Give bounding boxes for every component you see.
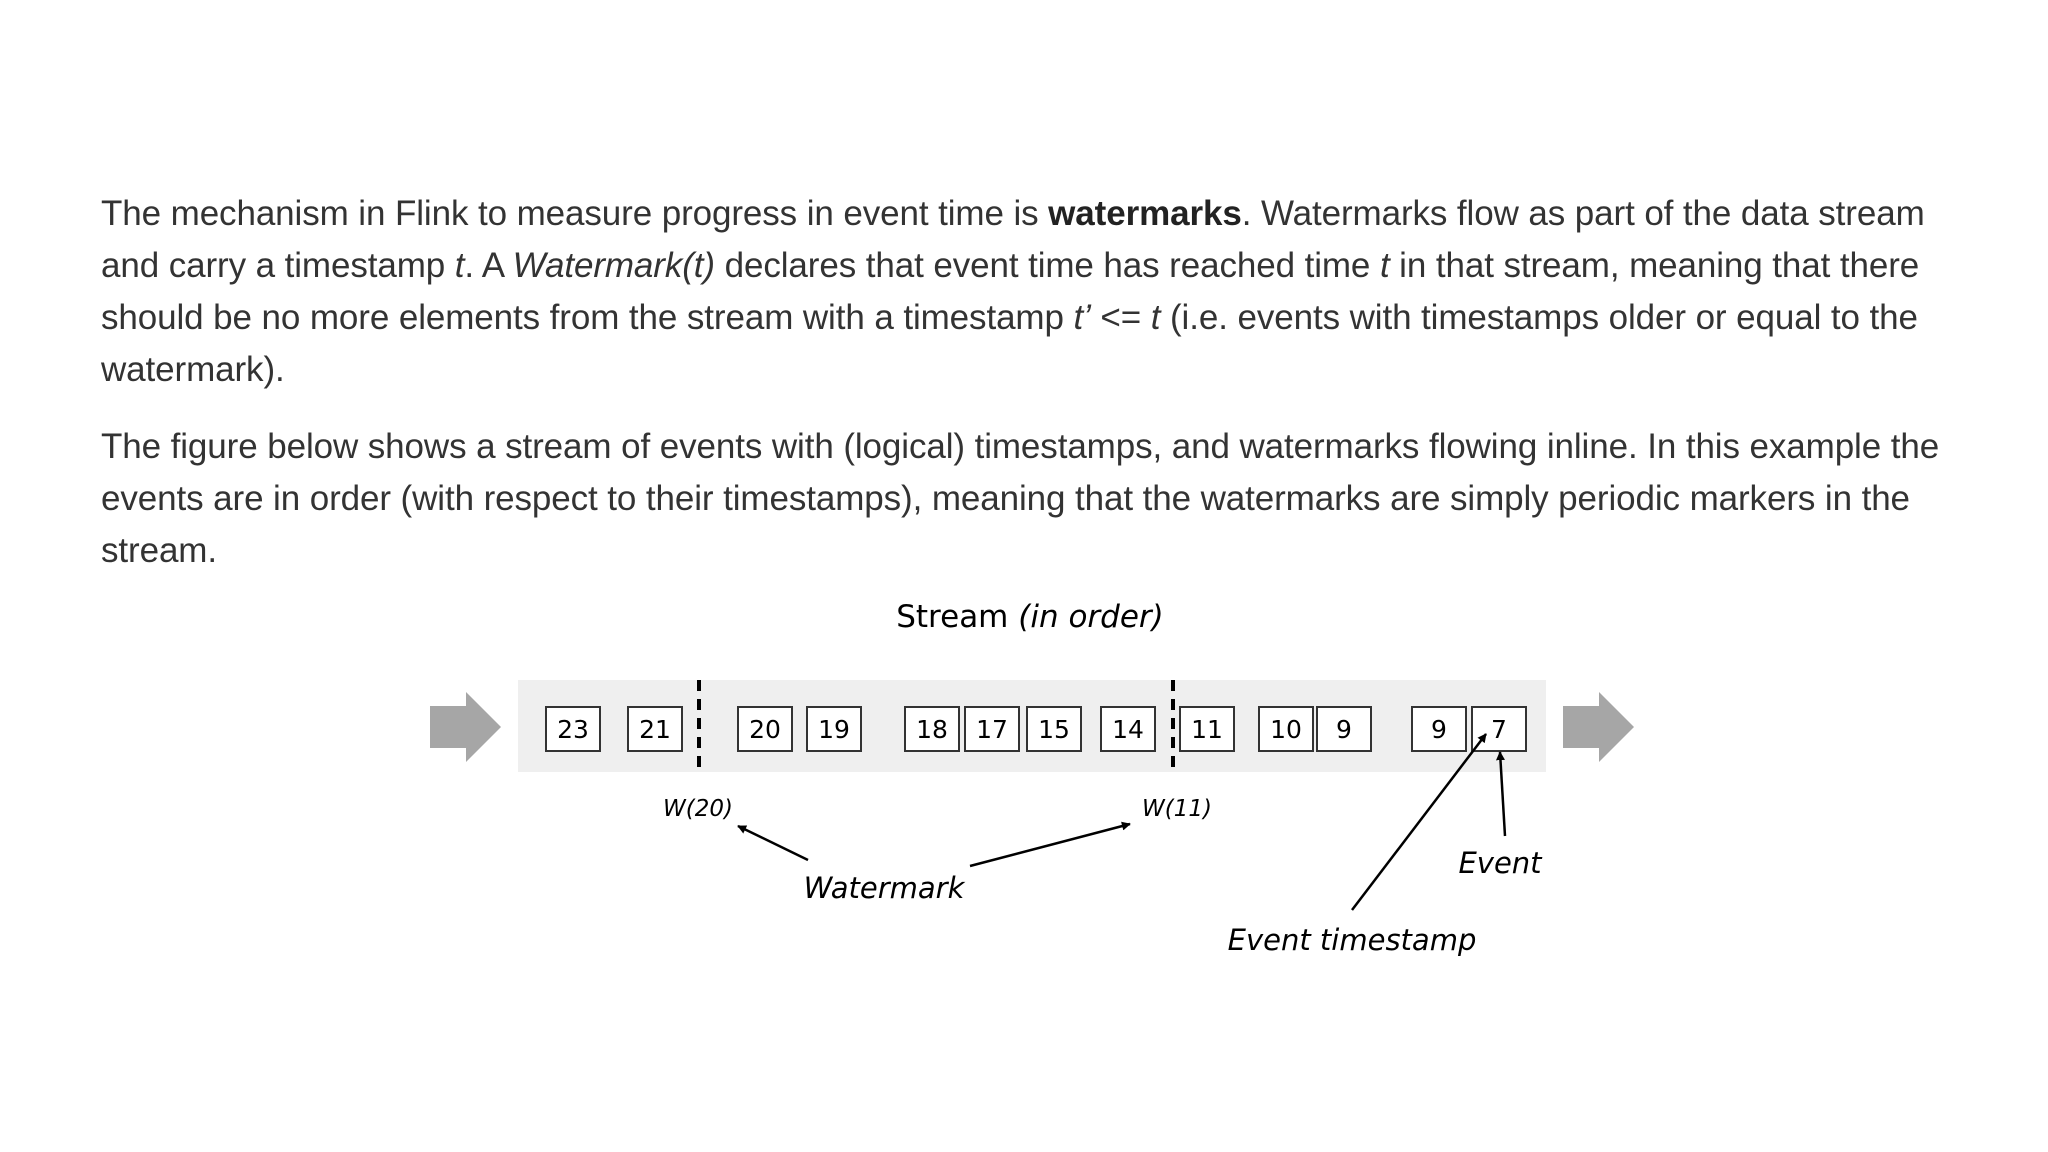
event-timestamp-arrow	[1351, 733, 1487, 911]
watermark-arrow-right	[969, 821, 1131, 868]
event-timestamp-value: 14	[1112, 715, 1144, 744]
event-timestamp-value: 20	[749, 715, 781, 744]
event-box	[1179, 706, 1235, 752]
italic-t: t	[1150, 298, 1161, 337]
event-box	[806, 706, 862, 752]
event-boxes: 23 21 20 19 18 17 15 14 11 10 9 9 7	[545, 706, 1527, 752]
event-timestamp-value: 15	[1038, 715, 1070, 744]
event-timestamp-value: 23	[557, 715, 589, 744]
watermark-annotation-label: Watermark	[804, 871, 966, 905]
figure-title: Stream (in order)	[896, 599, 1164, 635]
event-timestamp-value: 10	[1270, 715, 1302, 744]
event-box	[737, 706, 793, 752]
event-box	[1258, 706, 1314, 752]
watermark-label-20: W(20)	[663, 796, 733, 822]
event-timestamp-value: 7	[1491, 715, 1507, 744]
event-box	[904, 706, 960, 752]
event-timestamp-value: 9	[1336, 715, 1352, 744]
italic-t: t	[1379, 246, 1390, 285]
event-box	[964, 706, 1020, 752]
event-box	[1026, 706, 1082, 752]
event-box	[1471, 706, 1527, 752]
event-timestamp-value: 21	[639, 715, 671, 744]
input-flow-arrow-icon	[430, 692, 501, 762]
stream-band	[518, 680, 1546, 772]
event-timestamp-annotation-label: Event timestamp	[1228, 923, 1477, 957]
italic-t: t	[454, 246, 465, 285]
event-timestamp-value: 19	[818, 715, 850, 744]
event-arrow	[1495, 751, 1507, 837]
text-run: in that stream, meaning that there shoul…	[101, 246, 1920, 337]
event-annotation-label: Event	[1458, 846, 1543, 880]
watermark-arrow-left	[737, 824, 809, 862]
output-flow-arrow-icon	[1563, 692, 1634, 762]
event-box	[545, 706, 601, 752]
text-run: . A	[464, 246, 513, 285]
italic-t-prime: t’	[1073, 298, 1091, 337]
watermark-label-11: W(11)	[1142, 796, 1212, 822]
paragraph-figure-intro: The figure below shows a stream of event…	[101, 427, 1940, 570]
italic-watermark-t: Watermark(t)	[512, 246, 715, 285]
bold-term-watermarks: watermarks	[1048, 194, 1242, 233]
text-run: . Watermarks flow as part of the data st…	[101, 194, 1925, 285]
text-run: <=	[1090, 298, 1151, 337]
event-box	[1411, 706, 1467, 752]
text-run: (i.e. events with timestamps older or eq…	[101, 298, 1918, 389]
event-timestamp-value: 11	[1191, 715, 1223, 744]
text-run: declares that event time has reached tim…	[714, 246, 1380, 285]
text-run: The mechanism in Flink to measure progre…	[101, 194, 1049, 233]
figure-title-plain: Stream	[896, 599, 1018, 635]
figure-title-italic: (in order)	[1018, 599, 1164, 635]
event-timestamp-value: 18	[916, 715, 948, 744]
event-timestamp-value: 17	[976, 715, 1008, 744]
event-box	[1316, 706, 1372, 752]
event-timestamp-value: 9	[1431, 715, 1447, 744]
article-body: The mechanism in Flink to measure progre…	[101, 188, 1981, 602]
event-box	[1100, 706, 1156, 752]
paragraph-watermarks-definition: The mechanism in Flink to measure progre…	[101, 188, 1981, 396]
event-box	[627, 706, 683, 752]
